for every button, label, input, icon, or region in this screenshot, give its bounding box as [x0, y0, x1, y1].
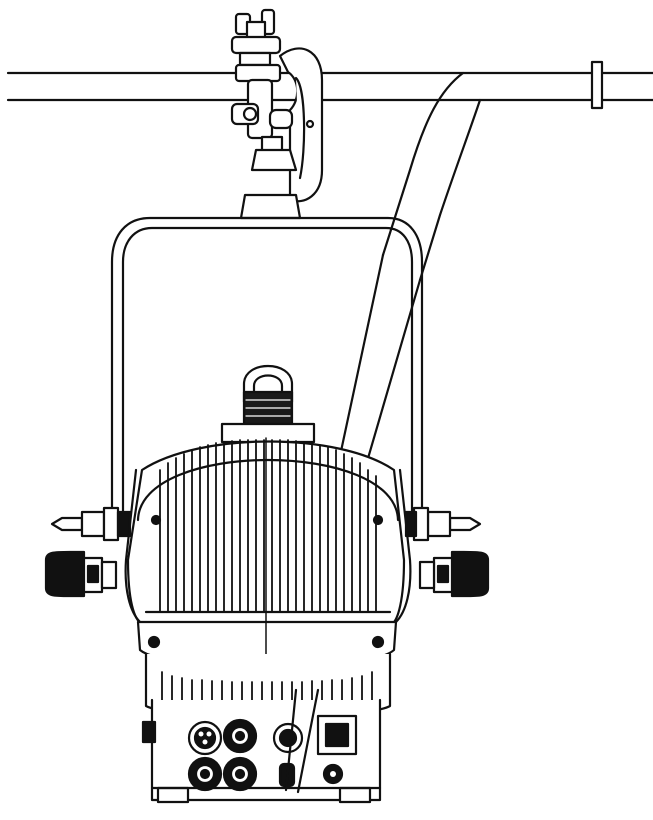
carry-handle [220, 364, 316, 444]
hanging-clamp [230, 8, 324, 220]
right-tilt-knob [404, 506, 490, 598]
left-tilt-knob [44, 506, 132, 598]
dmx-out-connector [222, 718, 258, 754]
rear-connector-panel [141, 698, 382, 804]
dmx-out-5pin-connector [222, 756, 258, 792]
heatsink-fins [159, 439, 377, 613]
display-panel [316, 714, 358, 756]
fuse-holder [322, 763, 344, 785]
safety-cable-loop-top [381, 71, 482, 282]
truss-pipe [6, 60, 653, 110]
yoke [110, 216, 424, 534]
safety-cable-bottom [284, 688, 320, 794]
dmx-in-5pin-connector [187, 756, 223, 792]
dmx-in-connector [187, 720, 223, 756]
